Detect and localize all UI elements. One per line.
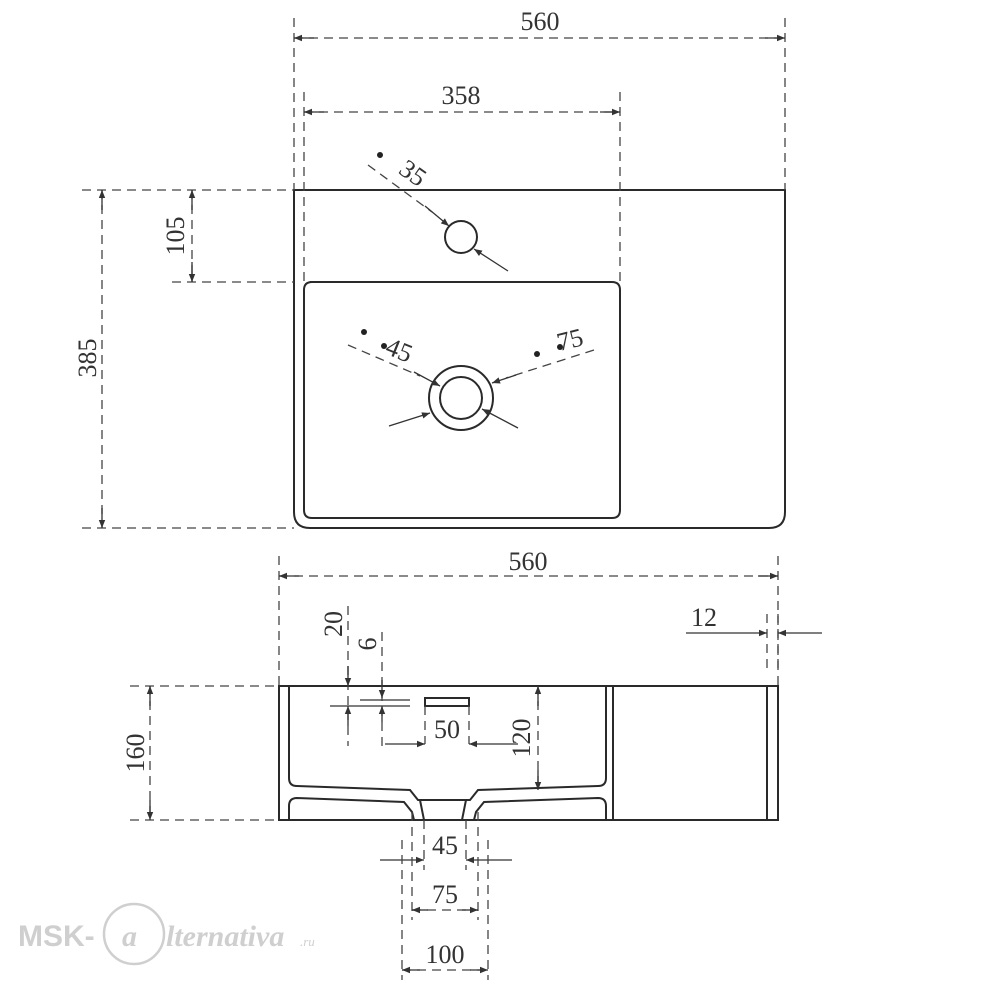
dim-height: 160 [121,734,150,773]
dim-overflow-len: 50 [434,715,460,744]
dim-width-side: 560 [509,547,548,576]
dim-bowl-width: 358 [442,81,481,110]
svg-text:lternativa: lternativa [166,920,284,953]
side-bowl [288,686,607,801]
dim-rim: 20 [319,611,348,637]
top-bowl [303,281,621,519]
dim-drain-75: 75 [432,880,458,909]
dim-bowl-depth: 120 [507,719,536,758]
svg-text:a: a [122,920,137,953]
drain-inner [439,376,483,420]
dim-drain-100: 100 [426,940,465,969]
side-view: 560 12 160 20 6 50 1 [121,547,822,980]
dim-drain-inner: 45 [382,332,417,369]
dim-width-top: 560 [521,7,560,36]
overflow-slot [424,697,470,707]
top-view: 560 358 385 105 35 45 [73,7,786,529]
dim-drain-outer: 75 [554,323,586,357]
dim-tap-hole: 35 [394,154,432,193]
drain-outer [428,365,494,431]
dim-wall: 12 [691,603,717,632]
svg-text:MSK-: MSK- [18,920,95,953]
svg-text:.ru: .ru [300,934,315,949]
side-outline [278,685,779,821]
watermark-logo: MSK- a lternativa .ru [18,902,315,966]
tap-hole [444,220,478,254]
top-outline [293,189,786,529]
dim-depth: 385 [73,339,102,378]
dim-tap-offset: 105 [161,217,190,256]
dim-overflow-gap: 6 [353,638,382,651]
dim-drain-45: 45 [432,831,458,860]
